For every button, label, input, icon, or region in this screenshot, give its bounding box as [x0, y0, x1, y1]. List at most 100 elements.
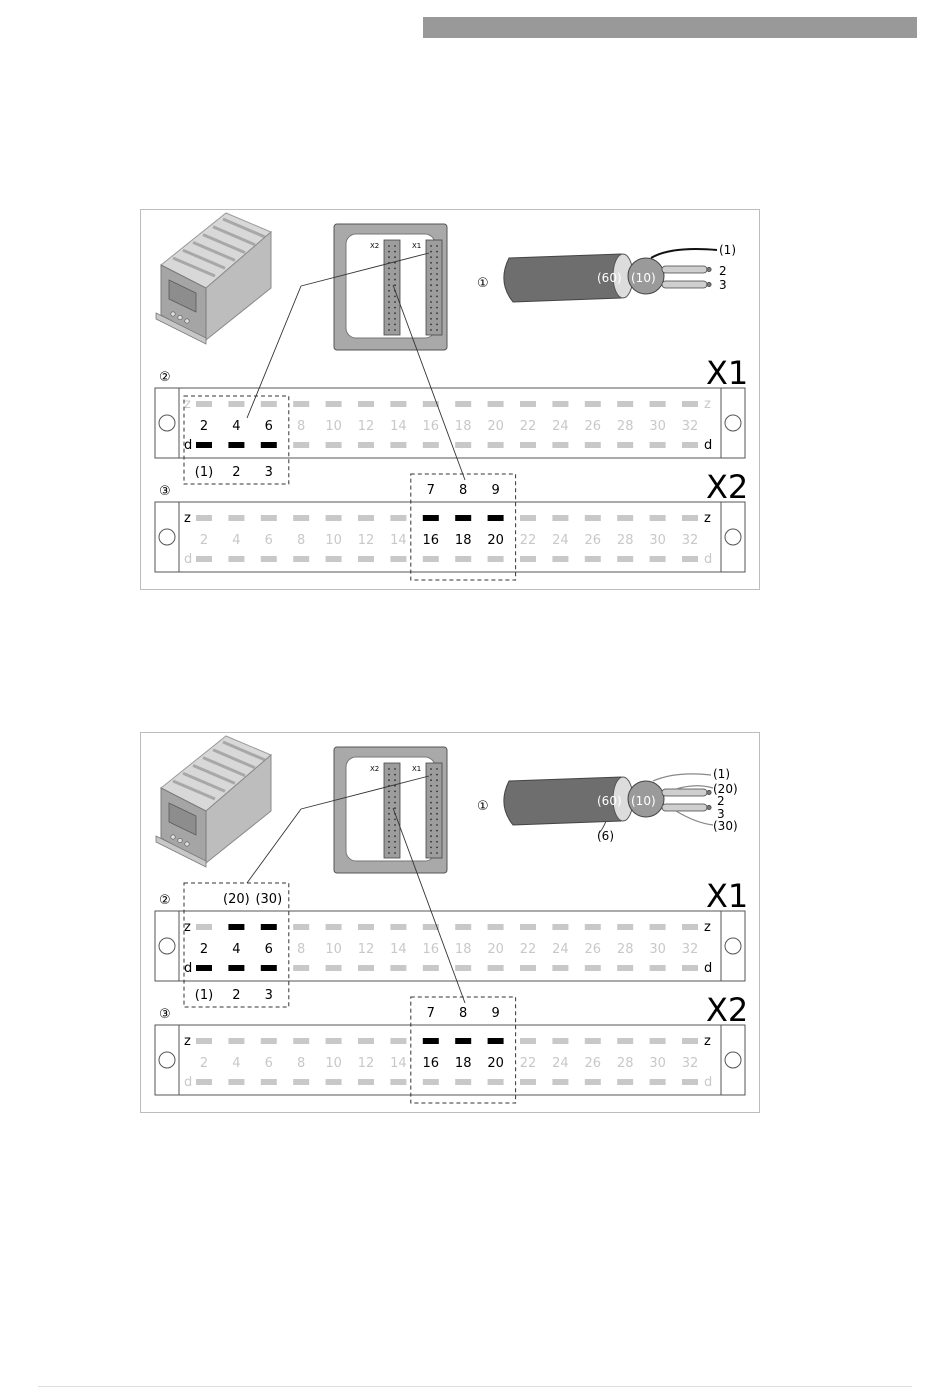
terminal-contact: [584, 965, 601, 971]
terminal-number: 22: [520, 419, 537, 434]
cable-wire-label: (30): [713, 819, 738, 833]
terminal-number: 22: [520, 533, 537, 548]
terminal-bottom-label: (1): [195, 465, 213, 480]
terminal-contact: [487, 1079, 504, 1085]
connector-pin: [394, 846, 396, 849]
terminal-contact: [649, 924, 666, 930]
terminal-top-label: (30): [255, 892, 282, 907]
cable-wire-label: 2: [719, 264, 727, 278]
connector-pin: [388, 273, 390, 275]
connector-x1-slot: [425, 762, 443, 859]
terminal-number: 20: [487, 533, 504, 548]
connector-pin: [436, 818, 438, 821]
terminal-contact: [682, 515, 698, 521]
strip-title-x2: X2: [706, 468, 748, 506]
connector-pin: [394, 852, 396, 854]
terminal-number: 12: [358, 533, 375, 548]
connector-pin: [430, 852, 432, 854]
callout-strip: ③: [159, 1007, 171, 1022]
connector-pin: [436, 801, 438, 804]
row-d-label: d: [704, 552, 712, 567]
terminal-contact: [196, 556, 212, 562]
terminal-contact: [196, 1038, 212, 1044]
terminal-contact: [682, 442, 698, 448]
terminal-number: 18: [455, 533, 472, 548]
connector-pin: [430, 773, 432, 776]
connector-pin: [430, 835, 432, 838]
terminal-number: 4: [232, 419, 240, 434]
connector-pin: [388, 245, 390, 247]
device-button: [170, 311, 176, 317]
connector-pin: [388, 773, 390, 776]
device-vent: [212, 748, 256, 770]
terminal-contact-active: [487, 515, 504, 521]
terminal-contact: [552, 1079, 569, 1085]
connector-x1-label: X1: [412, 765, 421, 773]
leader-line-x1: [246, 285, 302, 419]
terminal-contact: [487, 965, 504, 971]
terminal-number: 8: [297, 419, 305, 434]
mounting-hole: [158, 414, 176, 432]
device-vent: [172, 256, 216, 278]
terminal-contact: [649, 556, 666, 562]
terminal-contact: [584, 401, 601, 407]
connector-pin: [436, 835, 438, 838]
row-d-label: d: [704, 1075, 712, 1090]
connector-pin: [388, 301, 390, 303]
cable-wire-tip: [706, 282, 712, 288]
terminal-contact: [617, 1079, 634, 1085]
device-illustration: [155, 212, 272, 345]
cable-pair-shield: [675, 810, 714, 826]
connector-pin: [394, 261, 396, 264]
connector-pin: [394, 317, 396, 320]
terminal-contact: [520, 401, 536, 407]
terminal-contact: [228, 556, 245, 562]
terminal-top-label: 9: [491, 1006, 499, 1021]
device-vent: [182, 771, 226, 793]
callout-strip: ②: [159, 893, 171, 908]
connector-pin: [430, 824, 432, 826]
connector-pin: [394, 284, 396, 287]
strip-title-x1: X1: [706, 354, 748, 392]
row-z-label: z: [704, 1034, 711, 1049]
terminal-contact: [260, 1038, 277, 1044]
terminal-contact: [228, 401, 245, 407]
cable-wire-tip: [706, 805, 712, 811]
connector-pin: [436, 267, 438, 270]
connector-pin: [436, 289, 438, 292]
connector-pin: [388, 278, 390, 281]
terminal-number: 14: [390, 419, 407, 434]
terminal-number: 16: [423, 1056, 440, 1071]
terminal-number: 28: [617, 942, 634, 957]
terminal-number: 20: [487, 1056, 504, 1071]
terminal-contact: [260, 1079, 277, 1085]
connector-pin: [430, 779, 432, 782]
mounting-hole: [724, 528, 742, 546]
terminal-contact: [487, 556, 504, 562]
strip-body: [154, 387, 746, 459]
connector-pin: [436, 846, 438, 849]
connector-pin: [430, 818, 432, 821]
connector-pin: [394, 796, 396, 798]
connector-pin: [436, 773, 438, 776]
terminal-contact-active: [455, 1038, 472, 1044]
terminal-contact: [617, 442, 634, 448]
terminal-contact: [617, 924, 634, 930]
terminal-number: 28: [617, 1056, 634, 1071]
terminal-contact: [552, 442, 569, 448]
connector-pin: [394, 807, 396, 810]
terminal-number: 6: [265, 419, 273, 434]
strip-body: [154, 1024, 746, 1096]
cable-drain-wire: [650, 248, 718, 259]
cable-inner-label: (10): [631, 794, 656, 808]
terminal-contact: [682, 556, 698, 562]
connector-pin: [394, 306, 396, 309]
connector-pin: [394, 329, 396, 331]
terminal-contact-active: [228, 442, 245, 448]
device-button: [184, 318, 190, 324]
connector-pin: [436, 790, 438, 793]
connector-pin: [388, 306, 390, 309]
row-d-label: d: [184, 961, 192, 976]
